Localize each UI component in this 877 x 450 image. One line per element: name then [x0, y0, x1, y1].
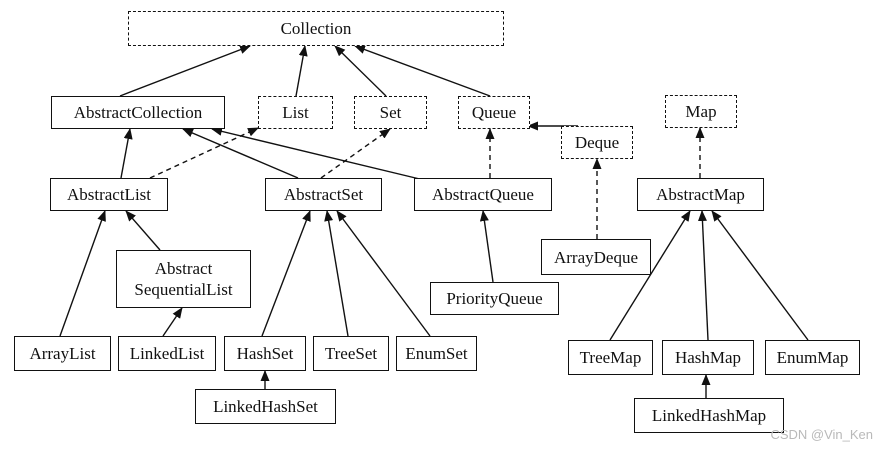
abstract-collection-box: AbstractCollection	[51, 96, 225, 129]
edge-list-to-collection	[295, 45, 308, 97]
enum-map-box: EnumMap	[765, 340, 860, 375]
tree-map-box: TreeMap	[568, 340, 653, 375]
linked-hash-set-box: LinkedHashSet	[195, 389, 336, 424]
map-box: Map	[665, 95, 737, 128]
deque-box: Deque	[561, 126, 633, 159]
edge-abstract-queue-to-abstract-collection	[211, 126, 429, 182]
linked-list-box: LinkedList	[118, 336, 216, 371]
abstract-sequential-list-box: Abstract SequentialList	[116, 250, 251, 308]
abstract-collection-label: AbstractCollection	[73, 103, 203, 122]
edge-hash-set-to-abstract-set	[261, 210, 311, 337]
enum-map-label: EnumMap	[776, 348, 849, 367]
edge-tree-map-to-abstract-map	[609, 210, 691, 341]
collection-label: Collection	[280, 19, 352, 38]
list-label: List	[282, 103, 309, 122]
abstract-sequential-list-label-line2: SequentialList	[134, 280, 233, 299]
edge-abstract-set-to-abstract-collection	[182, 128, 299, 179]
list-box: List	[258, 96, 333, 129]
linked-hash-set-label: LinkedHashSet	[213, 397, 318, 416]
edge-abstract-collection-to-collection	[119, 45, 251, 97]
edge-hash-map-to-abstract-map	[697, 210, 709, 341]
edge-abstract-set-to-set	[320, 128, 391, 179]
queue-label: Queue	[471, 103, 517, 122]
priority-queue-box: PriorityQueue	[430, 282, 559, 315]
collection-box: Collection	[128, 11, 504, 46]
array-deque-label: ArrayDeque	[553, 247, 638, 267]
tree-set-box: TreeSet	[313, 336, 389, 371]
edge-array-list-to-abstract-list	[59, 210, 106, 337]
hash-map-label: HashMap	[674, 348, 742, 367]
abstract-set-label: AbstractSet	[283, 185, 364, 204]
edge-enum-set-to-abstract-set	[336, 210, 431, 337]
edge-priority-queue-to-abstract-queue	[479, 210, 494, 283]
hash-set-box: HashSet	[224, 336, 306, 371]
array-deque-box: ArrayDeque	[541, 239, 651, 275]
watermark-text: CSDN @Vin_Ken	[770, 427, 873, 442]
abstract-sequential-list-label-line1: Abstract	[154, 259, 213, 278]
abstract-queue-label: AbstractQueue	[432, 185, 534, 204]
set-box: Set	[354, 96, 427, 129]
abstract-list-box: AbstractList	[50, 178, 168, 211]
enum-set-box: EnumSet	[396, 336, 477, 371]
array-list-label: ArrayList	[29, 344, 96, 363]
edge-queue-to-collection	[354, 45, 491, 97]
edge-linked-list-to-abstract-sequential-list	[162, 307, 183, 337]
linked-list-label: LinkedList	[129, 344, 205, 363]
edge-enum-map-to-abstract-map	[711, 210, 809, 341]
tree-map-label: TreeMap	[579, 348, 642, 367]
deque-label: Deque	[574, 133, 620, 152]
abstract-map-box: AbstractMap	[637, 178, 764, 211]
map-label: Map	[685, 102, 717, 121]
linked-hash-map-label: LinkedHashMap	[651, 406, 767, 425]
array-list-box: ArrayList	[14, 336, 111, 371]
edge-set-to-collection	[334, 45, 387, 97]
edge-tree-set-to-abstract-set	[324, 210, 349, 337]
edge-abstract-sequential-list-to-abstract-list	[125, 210, 161, 251]
abstract-set-box: AbstractSet	[265, 178, 382, 211]
set-label: Set	[379, 103, 402, 122]
linked-hash-map-box: LinkedHashMap	[634, 398, 784, 433]
enum-set-label: EnumSet	[405, 344, 468, 363]
hash-set-label: HashSet	[236, 344, 294, 363]
tree-set-label: TreeSet	[324, 344, 378, 363]
abstract-queue-box: AbstractQueue	[414, 178, 552, 211]
hash-map-box: HashMap	[662, 340, 754, 375]
abstract-map-label: AbstractMap	[656, 185, 745, 204]
priority-queue-label: PriorityQueue	[446, 289, 543, 308]
edge-abstract-list-to-abstract-collection	[120, 128, 133, 179]
queue-box: Queue	[458, 96, 530, 129]
abstract-list-label: AbstractList	[66, 185, 152, 204]
